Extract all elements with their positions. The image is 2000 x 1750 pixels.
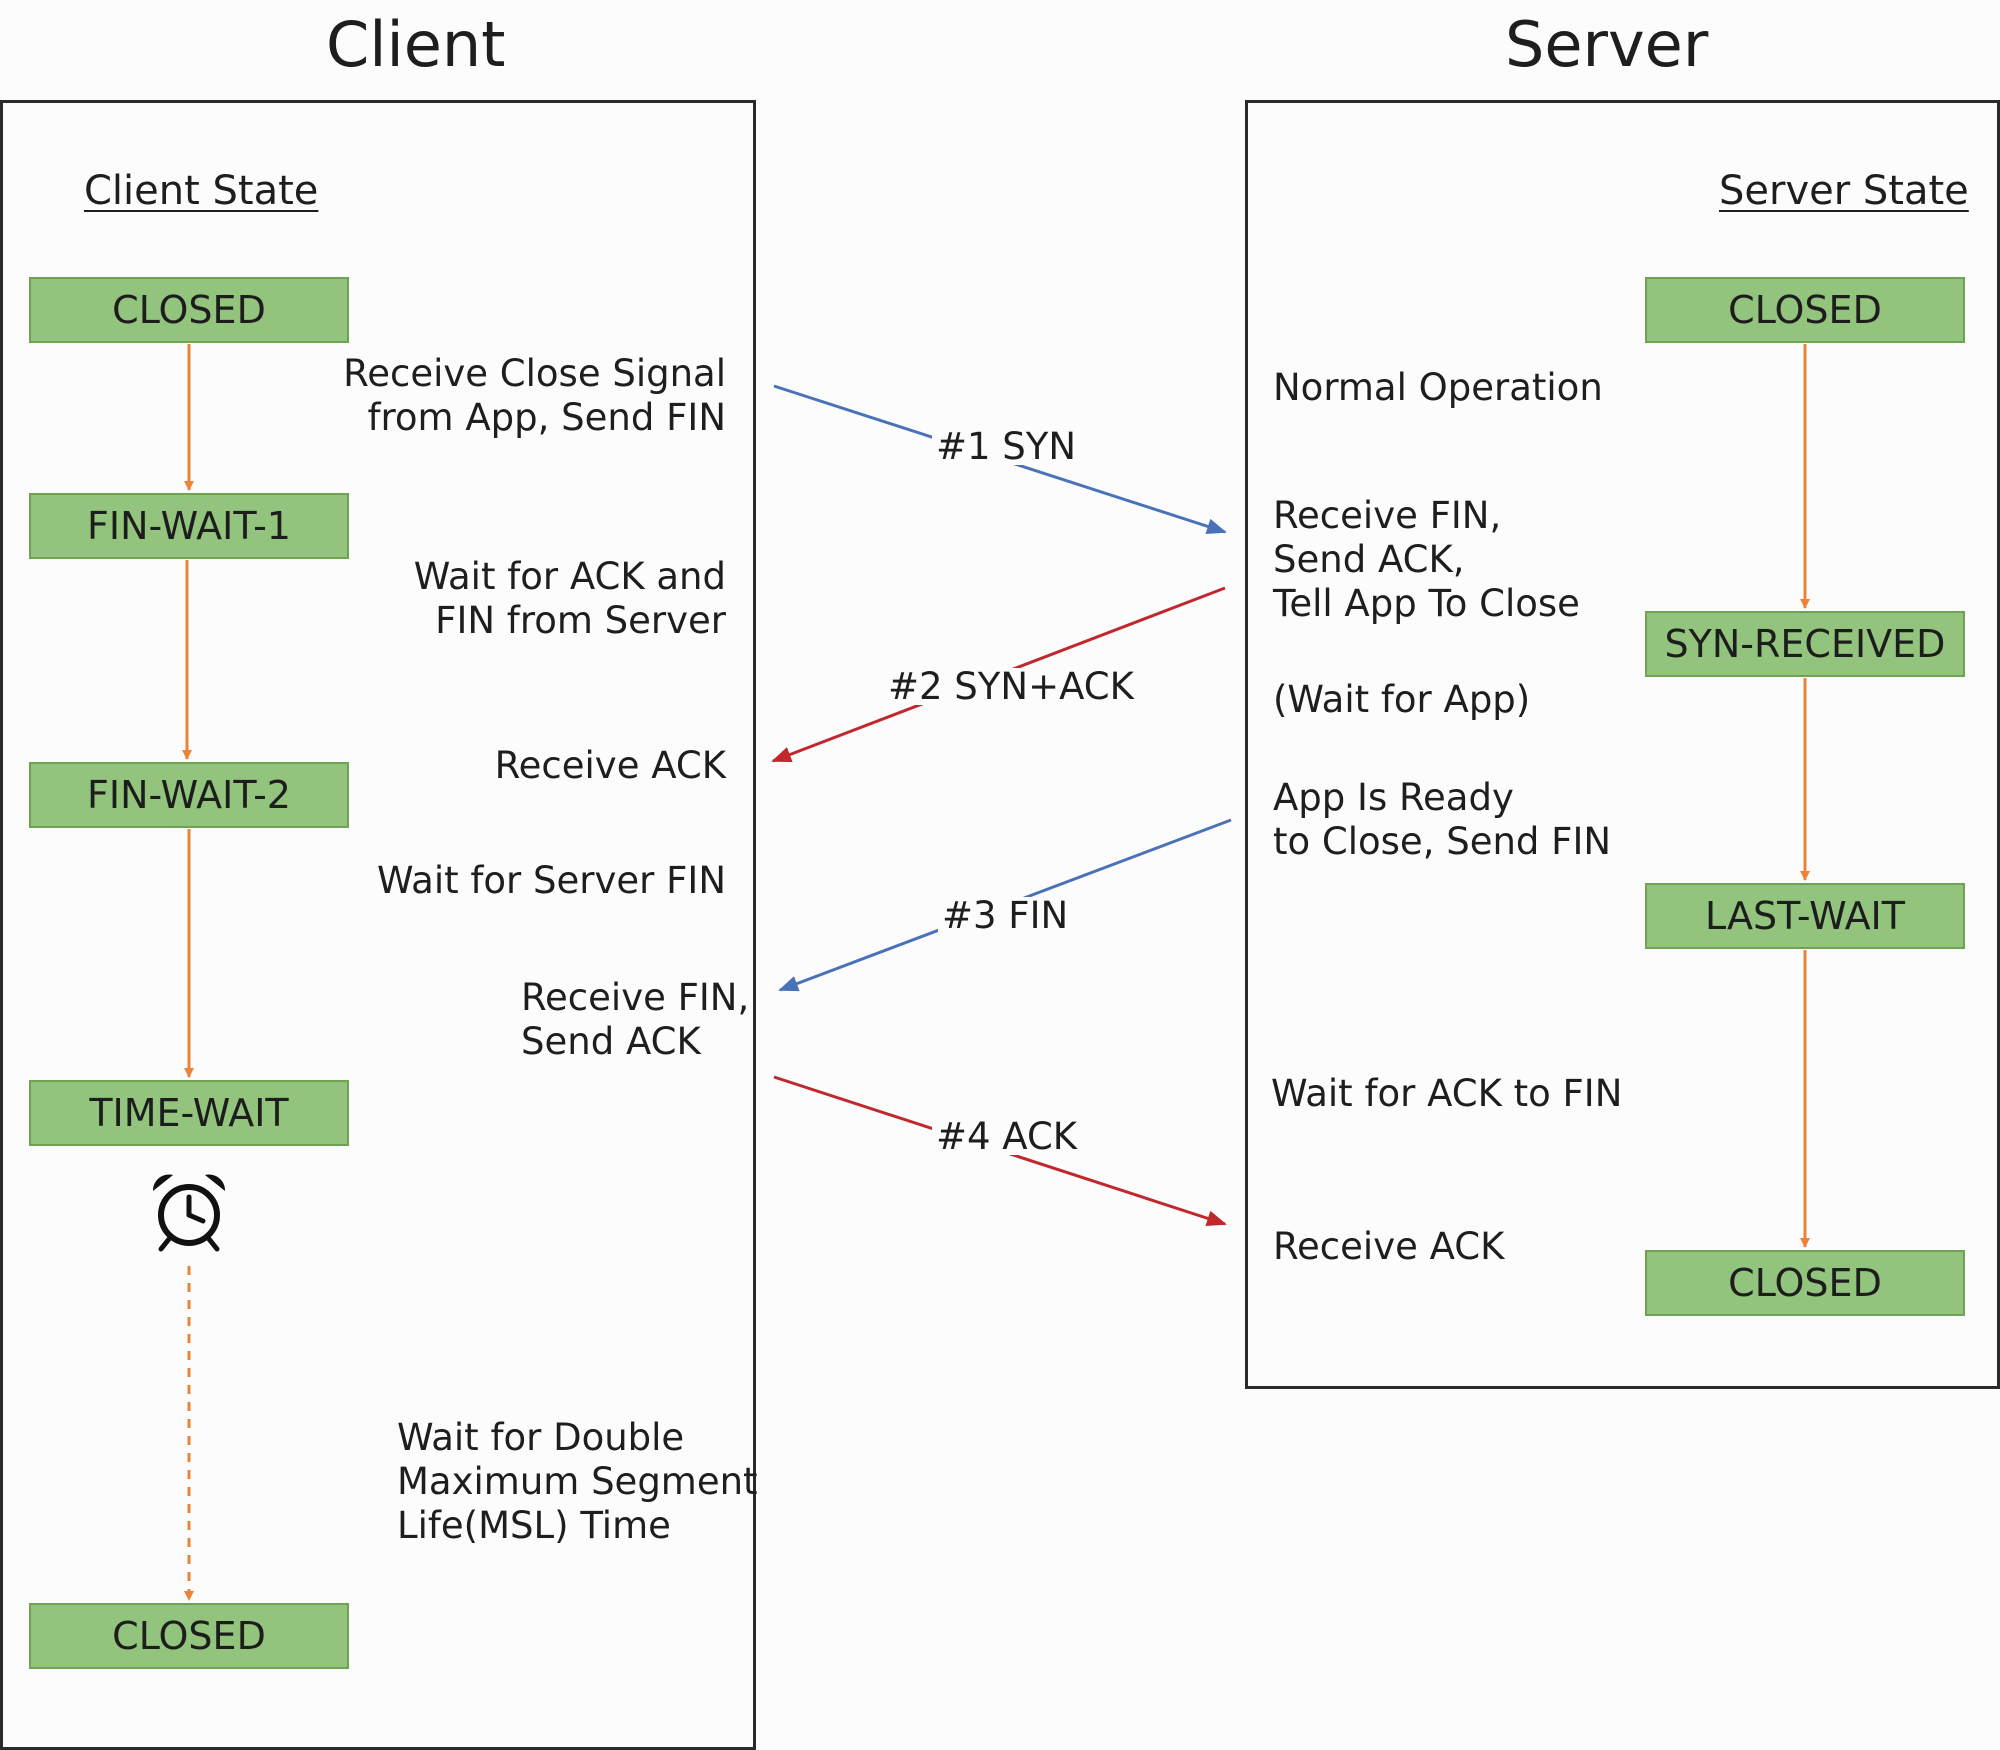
server-note-receive-ack: Receive ACK	[1273, 1225, 1505, 1268]
server-state-closed-final: CLOSED	[1645, 1250, 1965, 1316]
client-state-closed: CLOSED	[29, 277, 349, 343]
client-note-wait-double-msl: Wait for Double Maximum Segment Life(MSL…	[397, 1416, 758, 1547]
server-state-last-wait: LAST-WAIT	[1645, 883, 1965, 949]
message-label-fin: #3 FIN	[938, 897, 1073, 934]
client-state-closed-final: CLOSED	[29, 1603, 349, 1669]
client-note-receive-ack: Receive ACK	[494, 744, 726, 787]
message-label-syn: #1 SYN	[932, 428, 1081, 465]
client-note-wait-server-fin: Wait for Server FIN	[376, 859, 726, 902]
server-title: Server	[1505, 8, 1709, 81]
alarm-clock-icon	[152, 1174, 226, 1252]
server-note-normal-operation: Normal Operation	[1273, 366, 1603, 409]
client-state-fin-wait-2: FIN-WAIT-2	[29, 762, 349, 828]
client-note-receive-close-signal: Receive Close Signal from App, Send FIN	[343, 352, 726, 439]
message-label-ack: #4 ACK	[932, 1118, 1082, 1155]
server-state-heading: Server State	[1719, 168, 1969, 214]
client-panel	[0, 100, 756, 1750]
message-label-syn-ack: #2 SYN+ACK	[884, 668, 1138, 705]
server-state-syn-received: SYN-RECEIVED	[1645, 611, 1965, 677]
server-note-receive-fin-send-ack: Receive FIN, Send ACK, Tell App To Close	[1273, 494, 1580, 625]
client-state-heading: Client State	[84, 168, 319, 214]
client-state-time-wait: TIME-WAIT	[29, 1080, 349, 1146]
server-note-app-ready: App Is Ready to Close, Send FIN	[1273, 776, 1612, 863]
server-note-wait-for-app: (Wait for App)	[1273, 678, 1531, 721]
client-title: Client	[326, 8, 506, 81]
client-note-receive-fin-send-ack: Receive FIN, Send ACK	[521, 976, 750, 1063]
client-state-fin-wait-1: FIN-WAIT-1	[29, 493, 349, 559]
server-note-wait-ack-to-fin: Wait for ACK to FIN	[1271, 1072, 1623, 1115]
server-state-closed: CLOSED	[1645, 277, 1965, 343]
client-note-wait-ack-and-fin: Wait for ACK and FIN from Server	[413, 555, 726, 642]
